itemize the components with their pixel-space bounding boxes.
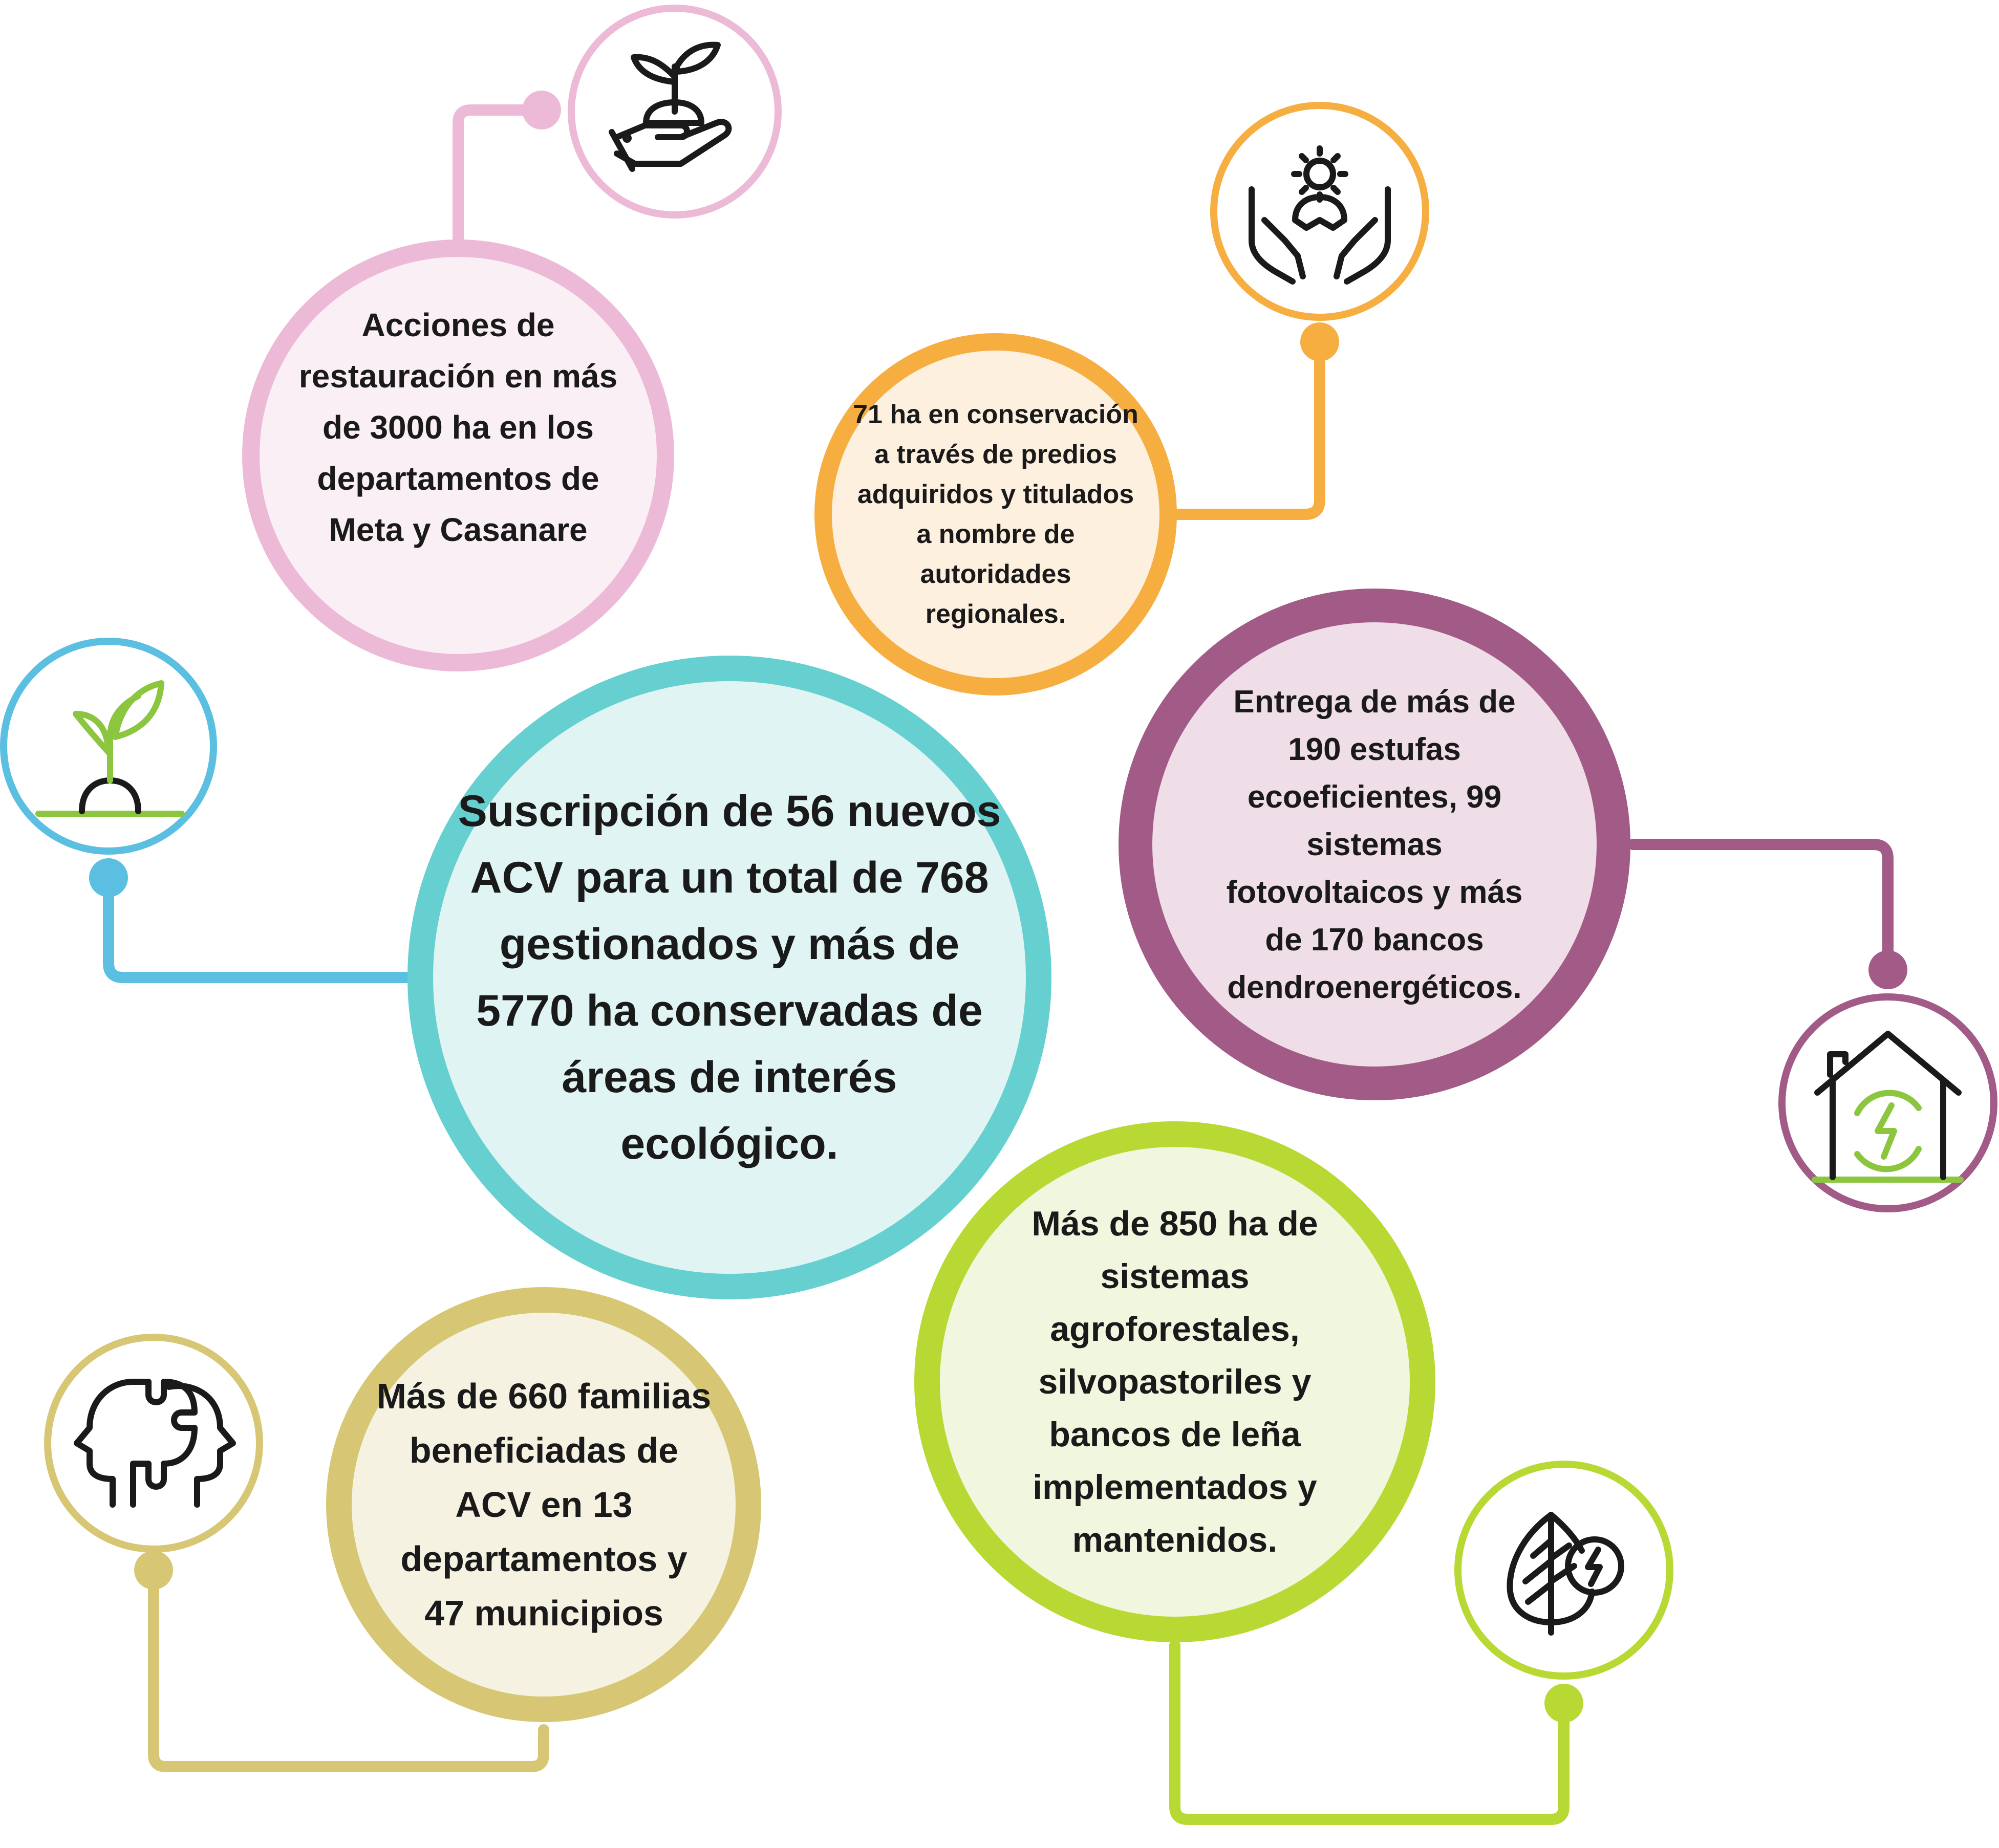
- connector-families: [148, 1564, 549, 1772]
- connector-dot-families: [134, 1551, 173, 1590]
- connector-dot-acv: [89, 858, 128, 897]
- leaf-energy-icon: [1507, 1512, 1624, 1636]
- connector-acv: [103, 872, 413, 983]
- puzzle-head-icon: [74, 1379, 236, 1508]
- connector-agroforestry: [1169, 1640, 1570, 1825]
- acv-text: Suscripción de 56 nuevos ACV para un tot…: [458, 787, 1001, 1168]
- connector-dot-restoration: [522, 91, 561, 129]
- families-text: Más de 660 familias beneficiadas de ACV …: [376, 1376, 712, 1633]
- circle-restoration: [242, 240, 674, 671]
- agroforestry-text: Más de 850 ha de sistemas agroforestales…: [1031, 1204, 1318, 1559]
- circle-agroforestry: [914, 1121, 1435, 1642]
- circle-acv: [407, 656, 1051, 1299]
- connector-dot-conservation: [1300, 322, 1339, 361]
- connector-dot-agroforestry: [1544, 1684, 1583, 1723]
- circle-stoves: [1119, 589, 1630, 1100]
- connector-conservation: [1172, 336, 1325, 520]
- hands-protecting-person-icon: [1249, 145, 1391, 285]
- sprout-icon: [35, 680, 185, 817]
- connector-dot-stoves: [1868, 950, 1907, 989]
- icon-ring-families: [44, 1334, 263, 1553]
- circle-conservation: [814, 333, 1177, 695]
- hand-holding-plant-icon: [609, 41, 732, 172]
- stoves-text: Entrega de más de 190 estufas ecoeficien…: [1226, 684, 1523, 1005]
- icon-ring-conservation: [1210, 102, 1429, 321]
- circle-families: [326, 1287, 761, 1722]
- connector-stoves: [1627, 839, 1894, 975]
- conservation-text: 71 ha en conservación a través de predio…: [853, 400, 1138, 629]
- restoration-text: Acciones de restauración en más de 3000 …: [298, 307, 618, 548]
- eco-house-energy-icon: [1812, 1031, 1964, 1183]
- connector-restoration: [453, 104, 547, 246]
